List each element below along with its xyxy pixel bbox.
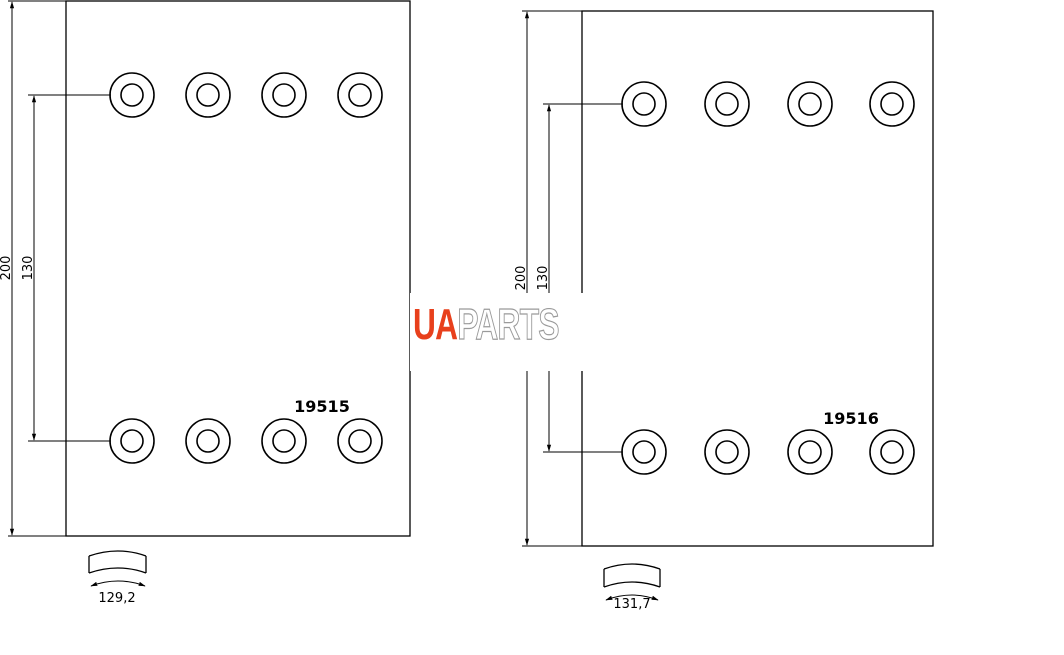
brake-lining-drawing-19516 [522, 10, 934, 601]
curvature-symbol [603, 563, 661, 601]
rivet-hole [185, 418, 231, 464]
lining-outline [581, 10, 934, 547]
uaparts-logo: UAPARTS [413, 300, 560, 349]
rivet-hole [704, 429, 750, 475]
lining-outline [65, 0, 411, 537]
top-hole-row [109, 72, 383, 118]
top-hole-row [621, 81, 915, 127]
rivet-hole [337, 72, 383, 118]
part-number-label: 19515 [294, 397, 350, 416]
rivet-hole [261, 418, 307, 464]
part-number-label: 19516 [823, 409, 879, 428]
logo-part-parts: PARTS [457, 300, 560, 349]
height-dimension-label: 200 [514, 266, 529, 291]
radius-dimension-label: 131,7 [613, 597, 650, 612]
logo-part-ua: UA [413, 300, 458, 349]
rivet-hole [704, 81, 750, 127]
bottom-hole-row [109, 418, 383, 464]
rivet-hole [261, 72, 307, 118]
watermark-background [410, 293, 583, 371]
rivet-hole [621, 81, 667, 127]
curvature-symbol [88, 550, 147, 587]
bottom-hole-row [621, 429, 915, 475]
rivet-hole [869, 429, 915, 475]
hole-spacing-dimension-label: 130 [536, 266, 551, 291]
hole-spacing-dimension-label: 130 [21, 256, 36, 281]
rivet-hole [337, 418, 383, 464]
rivet-hole [109, 72, 155, 118]
rivet-hole [621, 429, 667, 475]
brake-lining-drawing-19515 [8, 0, 411, 587]
rivet-hole [109, 418, 155, 464]
rivet-hole [787, 429, 833, 475]
rivet-hole [185, 72, 231, 118]
height-dimension-label: 200 [0, 256, 14, 281]
rivet-hole [869, 81, 915, 127]
rivet-hole [787, 81, 833, 127]
radius-dimension-label: 129,2 [98, 591, 135, 606]
